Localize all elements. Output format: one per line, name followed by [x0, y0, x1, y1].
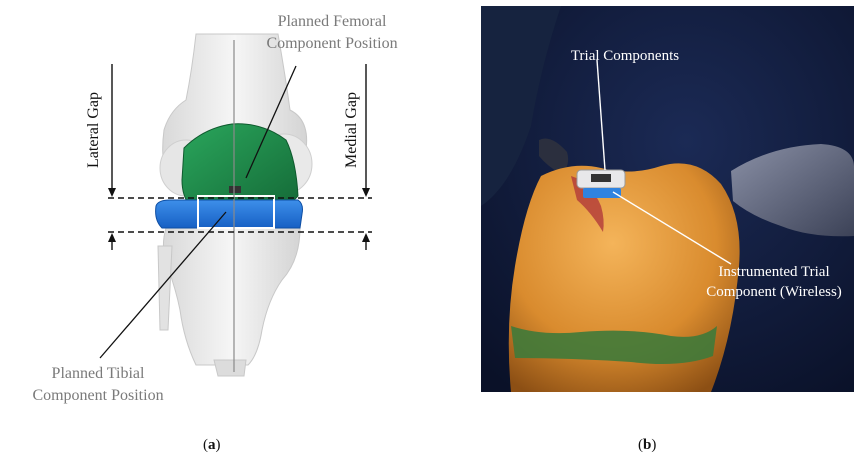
knee-diagram: Lateral Gap Medial Gap Planned Femoral C…: [0, 0, 440, 420]
surgical-photo: Trial Components Instrumented Trial Comp…: [481, 6, 854, 392]
surgical-photo-panel: Trial Components Instrumented Trial Comp…: [481, 6, 854, 392]
tibia-bone: [163, 228, 300, 365]
lateral-gap-label: Lateral Gap: [85, 92, 102, 168]
caption-b-letter: b: [643, 437, 651, 453]
tibial-label-line1: Planned Tibial: [52, 365, 145, 382]
medial-gap-label: Medial Gap: [343, 92, 360, 168]
femoral-label-line1: Planned Femoral: [278, 13, 387, 30]
tibia-lower-shaft: [214, 360, 246, 376]
instrumented-label-line1: Instrumented Trial: [718, 264, 829, 280]
femoral-component: [182, 124, 298, 206]
medial-gap-arrowhead-down: [362, 188, 370, 197]
femoral-label-line2: Component Position: [266, 35, 397, 52]
knee-diagram-panel: Lateral Gap Medial Gap Planned Femoral C…: [0, 0, 440, 420]
trial-components-label: Trial Components: [571, 48, 679, 64]
trial-insert-detail: [591, 174, 611, 182]
caption-b: (b): [638, 437, 656, 454]
tibial-component: [156, 200, 303, 228]
lateral-gap-arrowhead-down: [108, 188, 116, 197]
tibial-label-line2: Component Position: [32, 387, 163, 404]
lateral-gap-arrowhead-up: [108, 233, 116, 242]
instrumented-label-line2: Component (Wireless): [706, 284, 842, 300]
caption-a: (a): [203, 437, 221, 454]
medial-gap-arrowhead-up: [362, 233, 370, 242]
caption-a-letter: a: [208, 437, 216, 453]
sensor-marker: [229, 186, 241, 193]
